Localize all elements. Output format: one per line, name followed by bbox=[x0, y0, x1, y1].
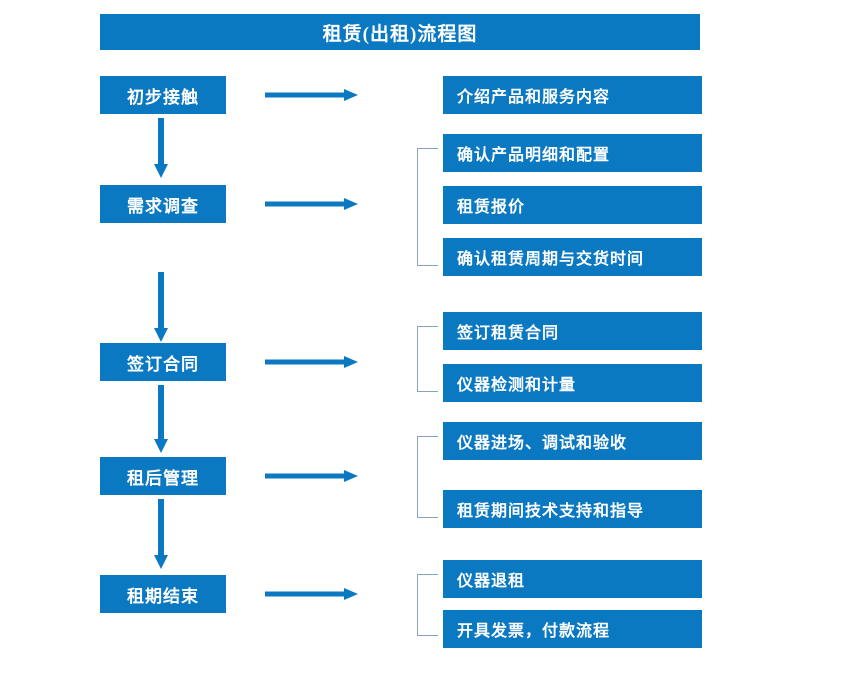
arrow-right-icon-1 bbox=[265, 89, 358, 101]
detail-box-4-1[interactable]: 仪器进场、调试和验收 bbox=[443, 422, 702, 460]
arrow-right-icon-3 bbox=[265, 356, 358, 368]
arrow-right-icon-2 bbox=[265, 198, 358, 210]
detail-box-5-2[interactable]: 开具发票，付款流程 bbox=[443, 610, 702, 648]
group-bracket-3 bbox=[417, 326, 438, 392]
arrow-down-icon-2 bbox=[154, 272, 168, 342]
detail-box-3-2[interactable]: 仪器检测和计量 bbox=[443, 364, 702, 402]
stage-box-4[interactable]: 租后管理 bbox=[100, 457, 226, 495]
group-bracket-5 bbox=[417, 574, 438, 636]
stage-box-1[interactable]: 初步接触 bbox=[100, 76, 226, 114]
stage-box-2[interactable]: 需求调查 bbox=[100, 185, 226, 223]
arrow-right-icon-5 bbox=[265, 588, 358, 600]
detail-box-1-1[interactable]: 介绍产品和服务内容 bbox=[443, 76, 702, 114]
detail-box-5-1[interactable]: 仪器退租 bbox=[443, 560, 702, 598]
group-bracket-4 bbox=[417, 436, 438, 518]
detail-box-3-1[interactable]: 签订租赁合同 bbox=[443, 312, 702, 350]
group-bracket-2 bbox=[417, 148, 438, 266]
stage-box-5[interactable]: 租期结束 bbox=[100, 575, 226, 613]
arrow-down-icon-4 bbox=[154, 499, 168, 569]
arrow-down-icon-3 bbox=[154, 385, 168, 453]
arrow-right-icon-4 bbox=[265, 470, 358, 482]
stage-box-3[interactable]: 签订合同 bbox=[100, 343, 226, 381]
detail-box-2-2[interactable]: 租赁报价 bbox=[443, 186, 702, 224]
arrow-down-icon-1 bbox=[154, 118, 168, 178]
detail-box-2-1[interactable]: 确认产品明细和配置 bbox=[443, 134, 702, 172]
diagram-title: 租赁(出租)流程图 bbox=[100, 14, 700, 50]
detail-box-4-2[interactable]: 租赁期间技术支持和指导 bbox=[443, 490, 702, 528]
detail-box-2-3[interactable]: 确认租赁周期与交货时间 bbox=[443, 238, 702, 276]
